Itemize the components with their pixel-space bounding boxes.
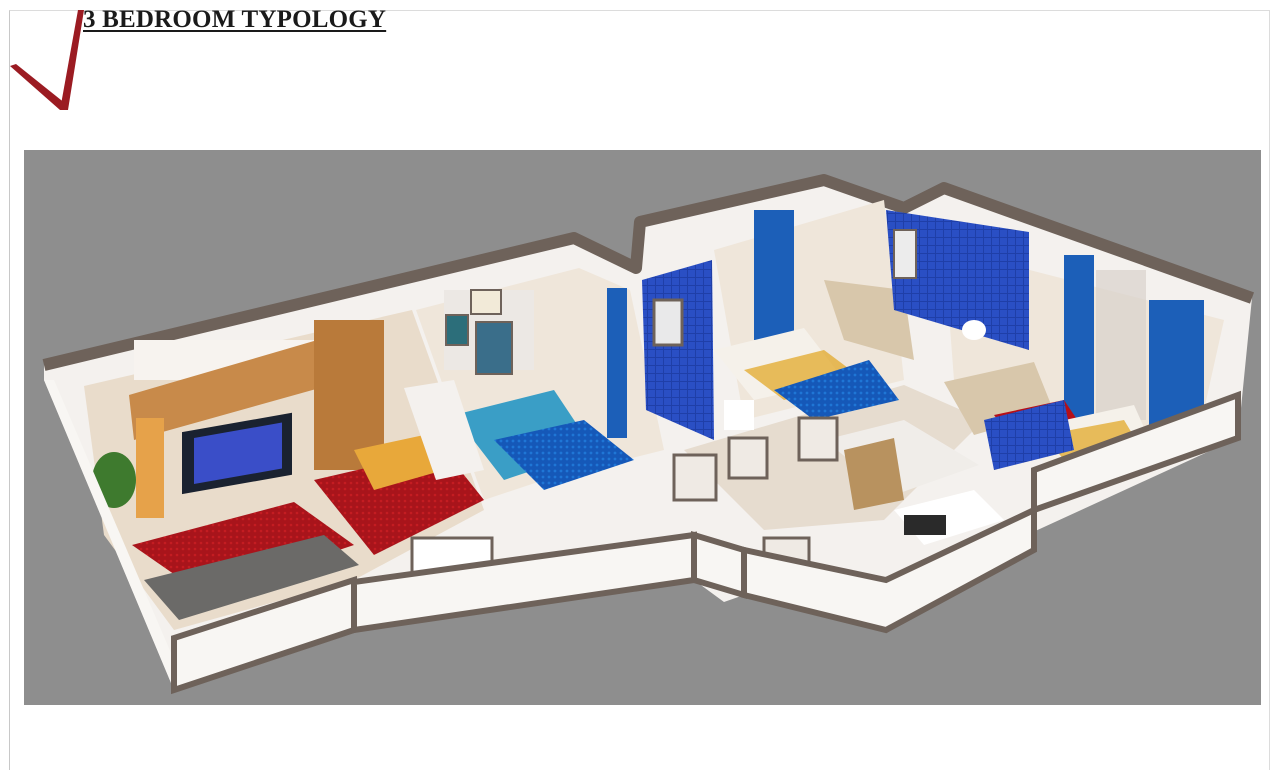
red-check-mark-icon	[10, 10, 84, 110]
bathroom-2	[886, 210, 1029, 350]
bathroom-1	[642, 260, 754, 440]
floor-plan-illustration	[42, 174, 1255, 695]
master-bedroom	[404, 288, 634, 490]
front-walls	[44, 380, 1241, 695]
kitchen	[824, 400, 1074, 545]
page-title: 3 BEDROOM TYPOLOGY	[83, 6, 387, 33]
floor-plan-render	[24, 150, 1261, 705]
bedroom-2	[714, 210, 914, 420]
page-border	[9, 10, 1270, 770]
living-room	[92, 320, 494, 620]
